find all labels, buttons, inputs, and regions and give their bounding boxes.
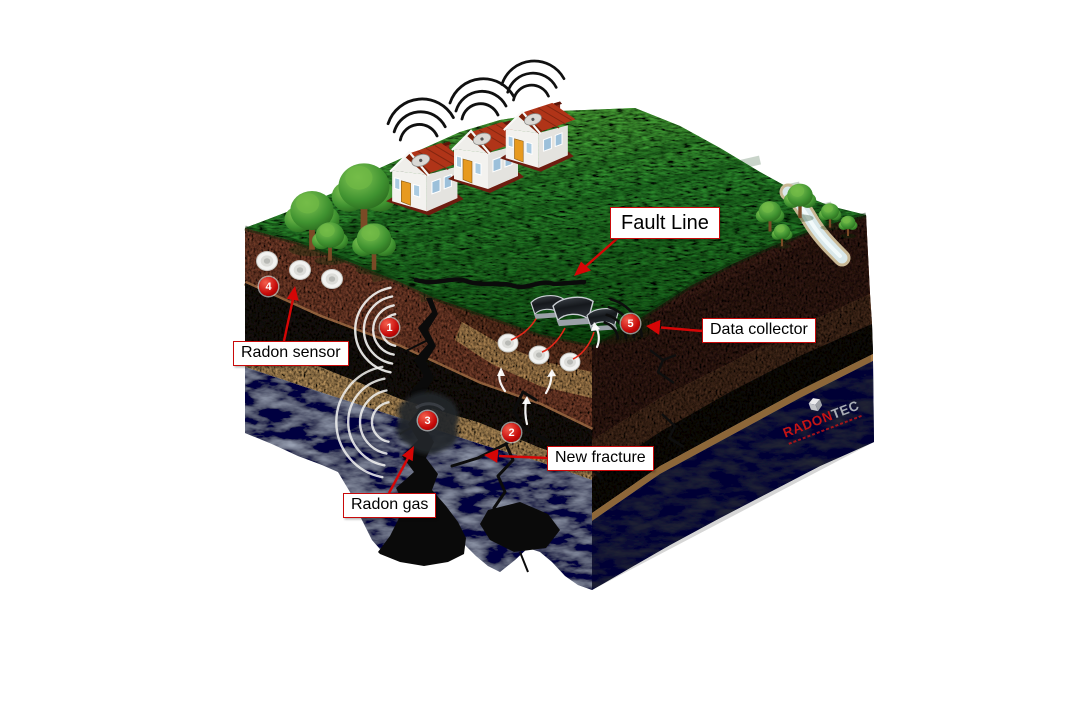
gas-flow-arrowheads — [497, 322, 600, 404]
house-1 — [384, 97, 468, 217]
label-new-fracture: New fracture — [547, 446, 654, 471]
label-arrow-radon-sensor — [282, 298, 295, 342]
grass-mow-stripes — [298, 135, 833, 317]
right-cut-face — [592, 215, 874, 590]
house-3 — [498, 59, 577, 174]
label-arrow-data-collector — [660, 326, 703, 333]
radon-sensor — [256, 252, 278, 272]
collector-wires — [510, 316, 595, 360]
label-data-collector: Data collector — [702, 318, 816, 343]
badge-5: 5 — [621, 314, 640, 333]
seismic-wave-arcs-lower — [335, 365, 390, 479]
badge-1: 1 — [380, 318, 399, 337]
gem-icon — [808, 398, 823, 412]
label-arrow-new-fracture — [498, 454, 548, 460]
label-radon-gas: Radon gas — [343, 493, 437, 518]
badge-4: 4 — [259, 277, 278, 296]
eroded-sand-bench — [455, 322, 592, 398]
fracture-pool-tail — [519, 551, 529, 573]
label-arrowheads — [286, 261, 661, 463]
data-collector-panel — [552, 296, 594, 327]
label-arrow-radon-gas — [387, 457, 410, 494]
radon-gas-blob-highlight — [415, 402, 446, 412]
label-fault-line: Fault Line — [610, 207, 720, 239]
radon-sensor — [529, 346, 550, 365]
radontec-logo: RADONTEC — [770, 381, 869, 447]
right-sand-layer — [592, 354, 873, 521]
radon-sensor — [289, 261, 311, 281]
label-arrow-fault-line — [584, 235, 621, 268]
right-face-cracks — [649, 349, 685, 449]
label-radon-sensor: Radon sensor — [233, 341, 349, 366]
radon-sensor — [498, 334, 519, 353]
left-black-layer — [245, 283, 592, 465]
fault-crack-surface — [413, 277, 587, 290]
label-arrows — [282, 235, 703, 494]
right-face-shading — [592, 215, 874, 590]
right-black-layer — [592, 324, 873, 513]
badge-3: 3 — [418, 411, 437, 430]
fracture-pool — [480, 502, 560, 552]
badge-2: 2 — [502, 423, 521, 442]
right-rock-layer — [592, 361, 874, 590]
radon-sensor — [321, 270, 343, 290]
